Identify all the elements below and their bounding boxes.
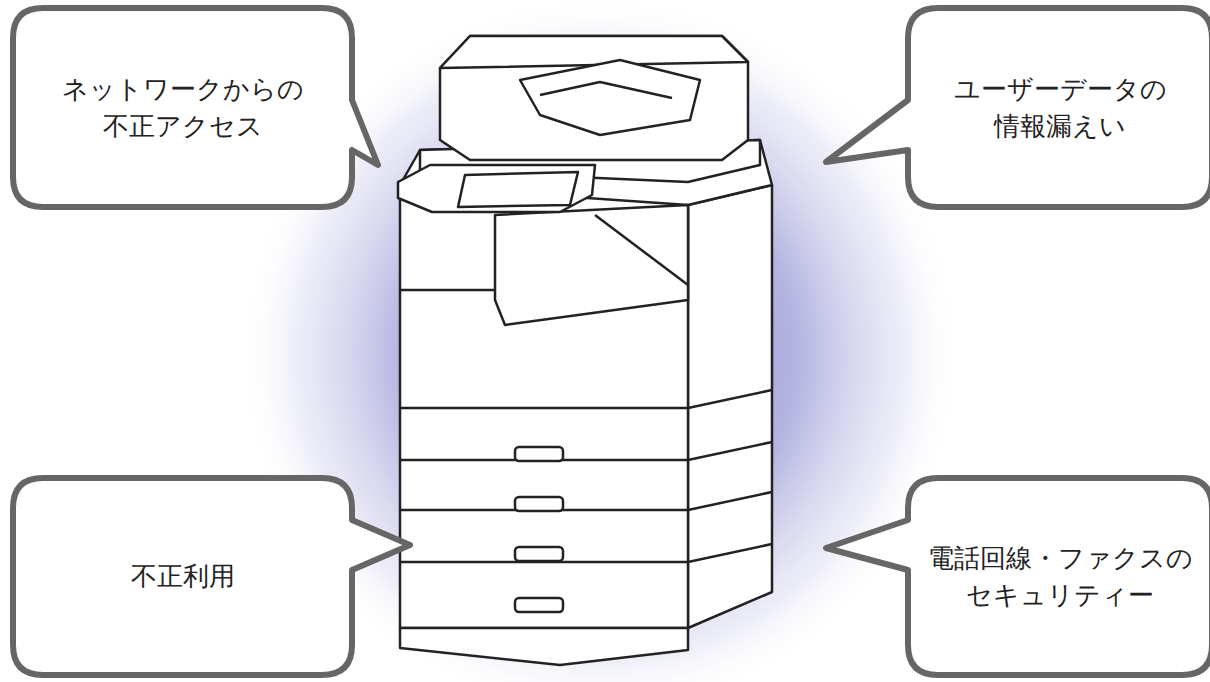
bubble-outline [10, 5, 355, 210]
bubble-outline [905, 475, 1210, 678]
bubble-text: 電話回線・ファクスの セキュリティー [925, 540, 1195, 613]
speech-bubble: ネットワークからの 不正アクセス [10, 5, 355, 210]
bubble-outline [905, 5, 1210, 210]
bubble-text: 不正利用 [131, 558, 235, 594]
bubble-text: ユーザーデータの 情報漏えい [925, 71, 1195, 144]
speech-bubble: ユーザーデータの 情報漏えい [905, 5, 1210, 210]
printer [398, 36, 772, 665]
speech-bubble: 電話回線・ファクスの セキュリティー [905, 475, 1210, 678]
bubble-text: ネットワークからの 不正アクセス [48, 71, 318, 144]
speech-bubble: 不正利用 [10, 475, 355, 678]
